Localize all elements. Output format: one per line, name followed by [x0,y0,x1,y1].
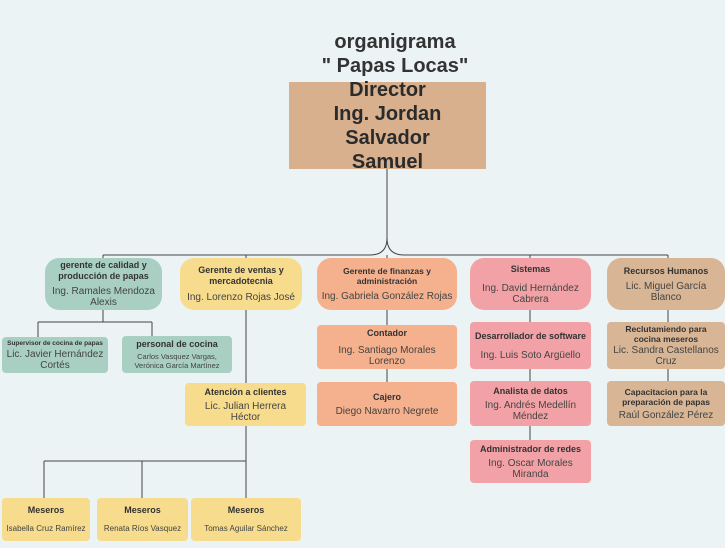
calidad-box: gerente de calidad y producción de papas… [45,258,162,310]
reclutamiento-name: Lic. Sandra Castellanos Cruz [613,345,719,367]
datos-title: Analista de datos [493,385,568,396]
director-name-line1: Ing. Jordan Salvador [333,102,442,149]
reclutamiento-box: Reclutamiendo para cocina meseros Lic. S… [607,322,725,369]
supervisor-title: Supervisor de cocina de papas [7,339,103,347]
contador-box: Contador Ing. Santiago Morales Lorenzo [317,325,457,369]
calidad-name: Ing. Ramales Mendoza Alexis [52,286,155,308]
finanzas-name: Ing. Gabriela González Rojas [321,291,453,302]
chart-title-line2: " Papas Locas" [321,55,469,77]
director-box: Director Ing. Jordan Salvador Samuel [289,79,486,173]
ventas-title: Gerente de ventas y mercadotecnia [198,265,284,286]
personal-title: personal de cocina [136,339,218,349]
mesero-title-1: Meseros [27,505,65,515]
capacitacion-box: Capacitacion para la preparación de papa… [607,381,725,426]
reclutamiento-title: Reclutamiendo para cocina meseros [625,324,707,344]
chart-title-line1: organigrama [334,31,456,53]
mesero-name-3: Tomas Aguilar Sánchez [204,524,288,533]
sistemas-box: Sistemas Ing. David Hernández Cabrera [470,258,591,310]
capacitacion-name: Raúl González Pérez [618,409,714,421]
atencion-box: Atención a clientes Lic. Julian Herrera … [185,383,306,426]
redes-name: Ing. Oscar Morales Miranda [488,457,573,480]
software-box: Desarrollador de software Ing. Luis Soto… [470,322,591,369]
cajero-box: Cajero Diego Navarro Negrete [317,382,457,426]
rh-title: Recursos Humanos [623,265,709,276]
rh-box: Recursos Humanos Lic. Miguel García Blan… [607,258,725,310]
software-name: Ing. Luis Soto Argüello [480,349,581,361]
cajero-title: Cajero [372,391,401,402]
personal-box: personal de cocina Carlos Vasquez Vargas… [122,336,232,373]
software-title: Desarrollador de software [474,330,587,341]
finanzas-box: Gerente de finanzas y administración Ing… [317,258,457,310]
ventas-name: Ing. Lorenzo Rojas José [187,292,295,303]
sistemas-title: Sistemas [510,263,551,274]
mesero-name-2: Renata Ríos Vasquez [103,524,182,533]
contador-title: Contador [367,327,407,338]
mesero-box-1: Meseros Isabella Cruz Ramírez [2,498,90,541]
director-title: Director [349,78,426,101]
rh-name: Lic. Miguel García Blanco [625,280,707,303]
atencion-name: Lic. Julian Herrera Héctor [204,400,287,423]
cajero-name: Diego Navarro Negrete [335,405,439,417]
contador-name: Ing. Santiago Morales Lorenzo [338,344,436,367]
redes-box: Administrador de redes Ing. Oscar Morale… [470,440,591,483]
mesero-name-1: Isabella Cruz Ramírez [6,524,86,533]
personal-name: Carlos Vasquez Vargas, Verónica García M… [134,352,220,370]
director-name-line2: Samuel [351,150,424,173]
mesero-title-3: Meseros [227,505,265,515]
mesero-box-3: Meseros Tomas Aguilar Sánchez [191,498,301,541]
supervisor-name: Lic. Javier Hernández Cortés [6,348,104,371]
mesero-title-2: Meseros [124,505,161,515]
mesero-box-2: Meseros Renata Ríos Vasquez [97,498,188,541]
sistemas-name: Ing. David Hernández Cabrera [482,282,579,305]
ventas-box: Gerente de ventas y mercadotecnia Ing. L… [180,258,302,310]
supervisor-box: Supervisor de cocina de papas Lic. Javie… [2,337,108,373]
chart-title: organigrama " Papas Locas" [300,30,490,78]
datos-box: Analista de datos Ing. Andrés Medellín M… [470,381,591,426]
atencion-title: Atención a clientes [204,386,287,397]
finanzas-title: Gerente de finanzas y administración [343,266,431,286]
datos-name: Ing. Andrés Medellín Méndez [484,399,577,422]
redes-title: Administrador de redes [479,443,582,454]
calidad-title: gerente de calidad y producción de papas [58,260,149,281]
capacitacion-title: Capacitacion para la preparación de papa… [622,386,710,407]
